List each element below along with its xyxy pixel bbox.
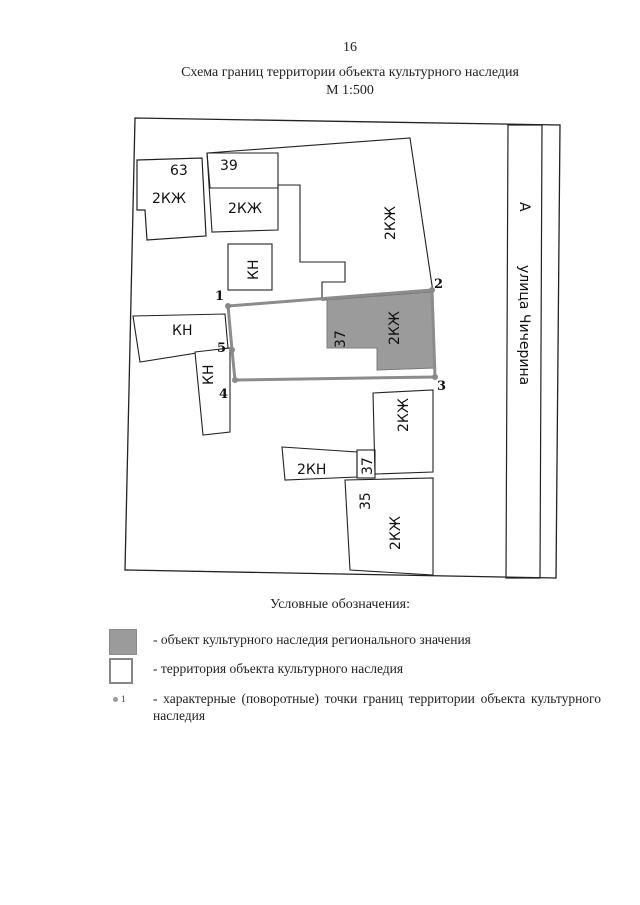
page-number: 16 bbox=[343, 40, 357, 55]
boundary-point-1 bbox=[225, 303, 231, 309]
building-2kzh-lower bbox=[372, 389, 434, 475]
legend-item-territory: - территория объекта культурного наследи… bbox=[153, 661, 404, 676]
point-label-1: 1 bbox=[215, 289, 224, 304]
label-heritage-number: 37 bbox=[333, 330, 349, 348]
boundary-point-3 bbox=[432, 374, 438, 380]
boundary-point-5 bbox=[229, 347, 235, 353]
boundary-point-2 bbox=[429, 287, 435, 293]
map-title: Схема границ территории объекта культурн… bbox=[181, 65, 519, 80]
legend-swatch-territory bbox=[109, 658, 133, 684]
legend-item-heritage: - объект культурного наследия региональн… bbox=[153, 632, 471, 647]
point-label-4: 4 bbox=[219, 387, 228, 402]
point-dot-icon bbox=[113, 697, 118, 703]
building-39 bbox=[206, 152, 279, 189]
label-63: 63 bbox=[170, 163, 188, 179]
building-kn-small bbox=[194, 347, 231, 436]
label-39-type: 2КЖ bbox=[228, 201, 262, 217]
label-kn-small: КН bbox=[201, 365, 217, 385]
label-39: 39 bbox=[220, 158, 238, 174]
building-35 bbox=[344, 477, 434, 576]
building-37-lower bbox=[356, 449, 376, 479]
label-heritage-type: 2КЖ bbox=[387, 311, 403, 345]
map-scale: М 1:500 bbox=[326, 83, 374, 98]
label-63-type: 2КЖ bbox=[152, 191, 186, 207]
legend-point-sample: 1 bbox=[113, 694, 126, 704]
label-35: 35 bbox=[358, 492, 374, 510]
street-name: улица Чичерина bbox=[516, 265, 532, 385]
legend-item-points: - характерные (поворотные) точки границ … bbox=[153, 691, 601, 723]
label-kn-top: КН bbox=[246, 260, 262, 280]
map-frame bbox=[124, 117, 561, 579]
boundary-point-4 bbox=[232, 377, 238, 383]
point-label-5: 5 bbox=[217, 341, 226, 356]
street-band bbox=[505, 124, 543, 579]
label-kn-left: КН bbox=[172, 323, 192, 339]
legend-swatch-heritage bbox=[109, 629, 137, 655]
label-main-type: 2КЖ bbox=[383, 206, 399, 240]
label-35-type: 2КЖ bbox=[388, 516, 404, 550]
legend-title: Условные обозначения: bbox=[269, 597, 411, 612]
territory-boundary bbox=[226, 288, 437, 382]
label-2kn: 2КН bbox=[297, 462, 326, 478]
label-37-lower: 37 bbox=[360, 457, 376, 475]
building-kn-top bbox=[227, 243, 273, 291]
label-2kzh-lower: 2КЖ bbox=[396, 398, 412, 432]
point-label-3: 3 bbox=[437, 379, 446, 394]
building-63 bbox=[136, 157, 207, 241]
point-label-2: 2 bbox=[434, 277, 443, 292]
street-letter: А bbox=[516, 202, 532, 212]
